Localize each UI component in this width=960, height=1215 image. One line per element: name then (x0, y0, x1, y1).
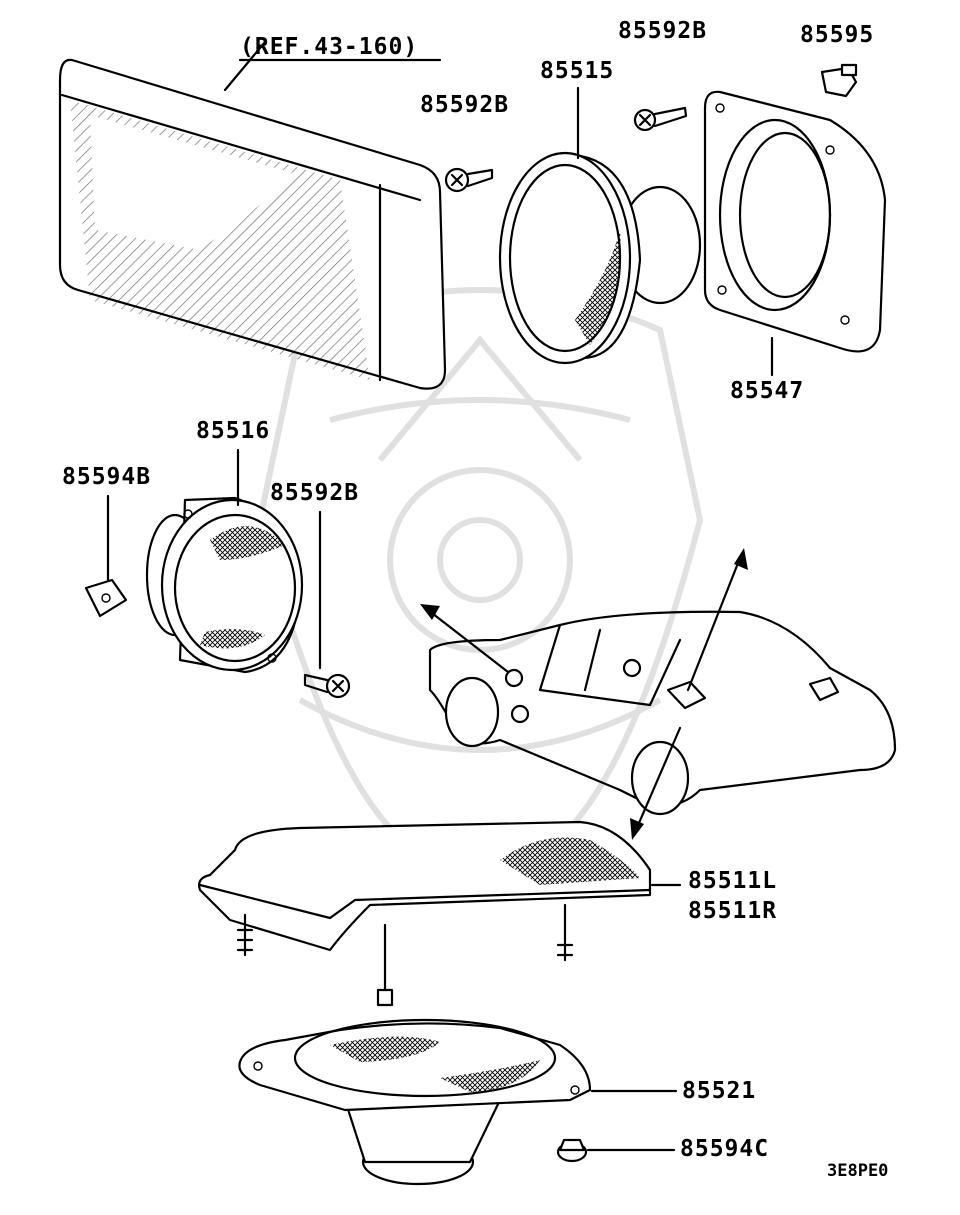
diagram-code: 3E8PE0 (827, 1161, 888, 1181)
screw-85592b-a-icon (444, 167, 494, 193)
label-85592b-low: 85592B (270, 480, 359, 506)
clip-85594b-icon (84, 578, 128, 618)
bracket-85547 (703, 90, 887, 353)
arrow-left-icon (420, 604, 510, 674)
speaker-85521 (238, 1018, 592, 1186)
label-85515: 85515 (540, 58, 614, 84)
screw-85592b-c-icon (303, 673, 351, 699)
label-85521: 85521 (682, 1078, 756, 1104)
speaker-85515 (498, 151, 702, 365)
ref-lens-part (58, 40, 447, 390)
label-85594c: 85594C (680, 1136, 769, 1162)
arrow-up-icon (686, 548, 748, 692)
vehicle-outline (428, 610, 897, 816)
arrow-down-icon (630, 726, 682, 840)
label-85516: 85516 (196, 418, 270, 444)
label-85511l: 85511L (688, 868, 777, 894)
screw-85592b-b-icon (633, 106, 688, 132)
label-ref: (REF.43-160) (240, 34, 418, 60)
clip-85595-icon (820, 63, 858, 98)
label-85511r: 85511R (688, 898, 777, 924)
speaker-85516 (145, 496, 304, 674)
nut-85594c-icon (556, 1138, 588, 1163)
label-85592b-top: 85592B (618, 18, 707, 44)
label-85594b: 85594B (62, 464, 151, 490)
label-85595: 85595 (800, 22, 874, 48)
label-85547: 85547 (730, 378, 804, 404)
label-85592b-mid: 85592B (420, 92, 509, 118)
grille-85511 (198, 820, 652, 1007)
